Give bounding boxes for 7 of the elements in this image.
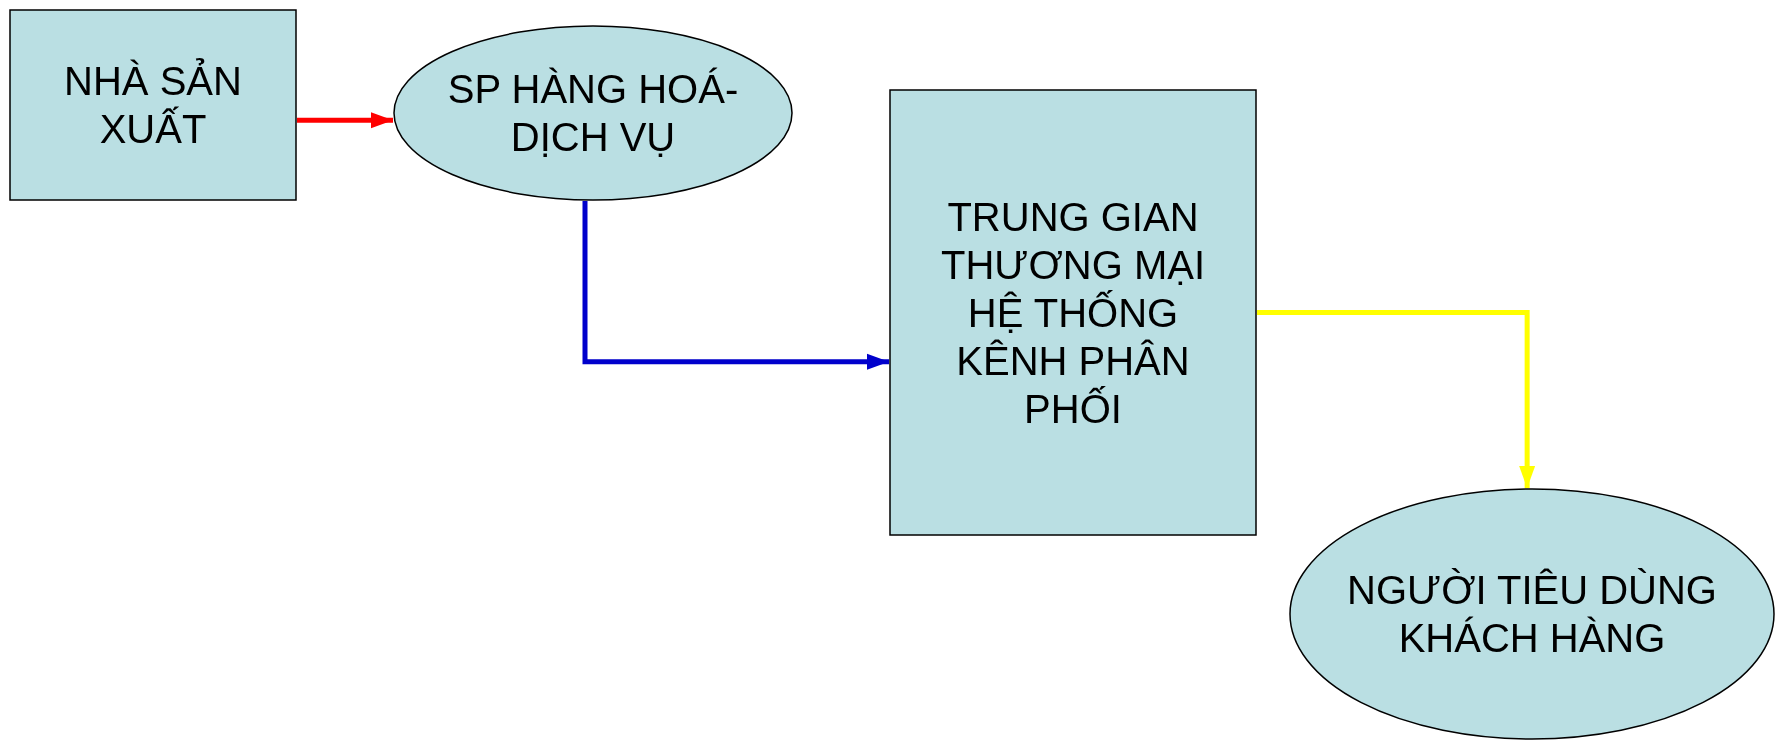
arrow: [297, 112, 393, 129]
node-label: SP HÀNG HOÁ-DỊCH VỤ: [446, 66, 740, 161]
node-label: TRUNG GIAN THƯƠNG MẠI HỆ THỐNG KÊNH PHÂN PHỐI: [940, 193, 1206, 433]
node-label: NGƯỜI TIÊU DÙNG KHÁCH HÀNG: [1346, 567, 1718, 662]
node-label: NHÀ SẢN XUẤT: [63, 57, 243, 153]
arrow: [582, 200, 889, 370]
arrow: [1257, 310, 1536, 489]
